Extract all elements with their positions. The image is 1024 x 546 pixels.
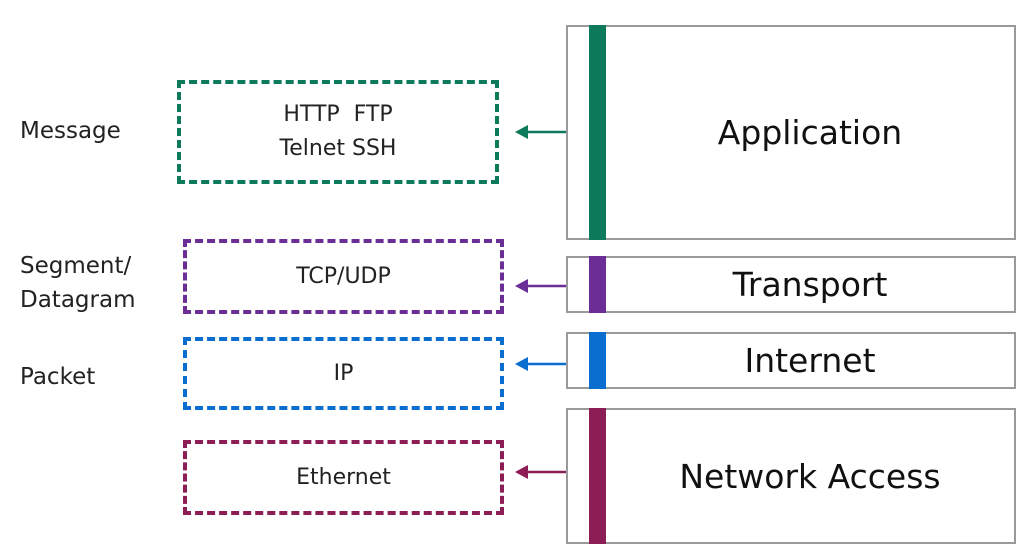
pdu-label-packet-line: Packet xyxy=(20,364,96,390)
arrow-network-access xyxy=(515,465,566,479)
arrow-transport xyxy=(515,279,566,293)
layer-transport: Transport xyxy=(566,256,1016,313)
pdu-label-segment-line: Segment/ xyxy=(20,253,132,279)
pdu-label-message: Message xyxy=(20,114,121,148)
protocol-line-ip: IP xyxy=(333,360,354,386)
arrow-internet xyxy=(515,357,566,371)
pdu-label-message-line: Message xyxy=(20,118,121,144)
layer-bar-internet xyxy=(589,332,606,389)
protocol-line-ethernet: Ethernet xyxy=(296,464,391,490)
protocol-box-application: HTTP FTP Telnet SSH xyxy=(177,80,499,184)
layer-bar-application xyxy=(589,25,606,240)
protocol-box-network-access: Ethernet xyxy=(183,440,504,515)
arrow-application xyxy=(515,125,566,139)
layer-network-access: Network Access xyxy=(566,408,1016,544)
pdu-label-packet: Packet xyxy=(20,360,95,394)
protocol-box-internet: IP xyxy=(183,337,504,410)
protocol-line-tcp-udp: TCP/UDP xyxy=(296,263,391,289)
layer-internet: Internet xyxy=(566,332,1016,389)
layer-name-application: Application xyxy=(717,113,903,152)
layer-bar-network-access xyxy=(589,408,606,544)
layer-bar-transport xyxy=(589,256,606,313)
protocol-box-transport: TCP/UDP xyxy=(183,239,504,314)
layer-name-network-access: Network Access xyxy=(679,456,941,496)
protocol-line-telnet-ssh: Telnet SSH xyxy=(279,136,397,161)
layer-application: Application xyxy=(566,25,1016,240)
protocol-line-http-ftp: HTTP FTP xyxy=(283,102,393,127)
layer-name-transport: Transport xyxy=(732,265,888,304)
pdu-label-segment-datagram: Segment/ Datagram xyxy=(20,249,135,317)
pdu-label-datagram-line: Datagram xyxy=(20,287,136,313)
layer-name-internet: Internet xyxy=(744,341,876,380)
